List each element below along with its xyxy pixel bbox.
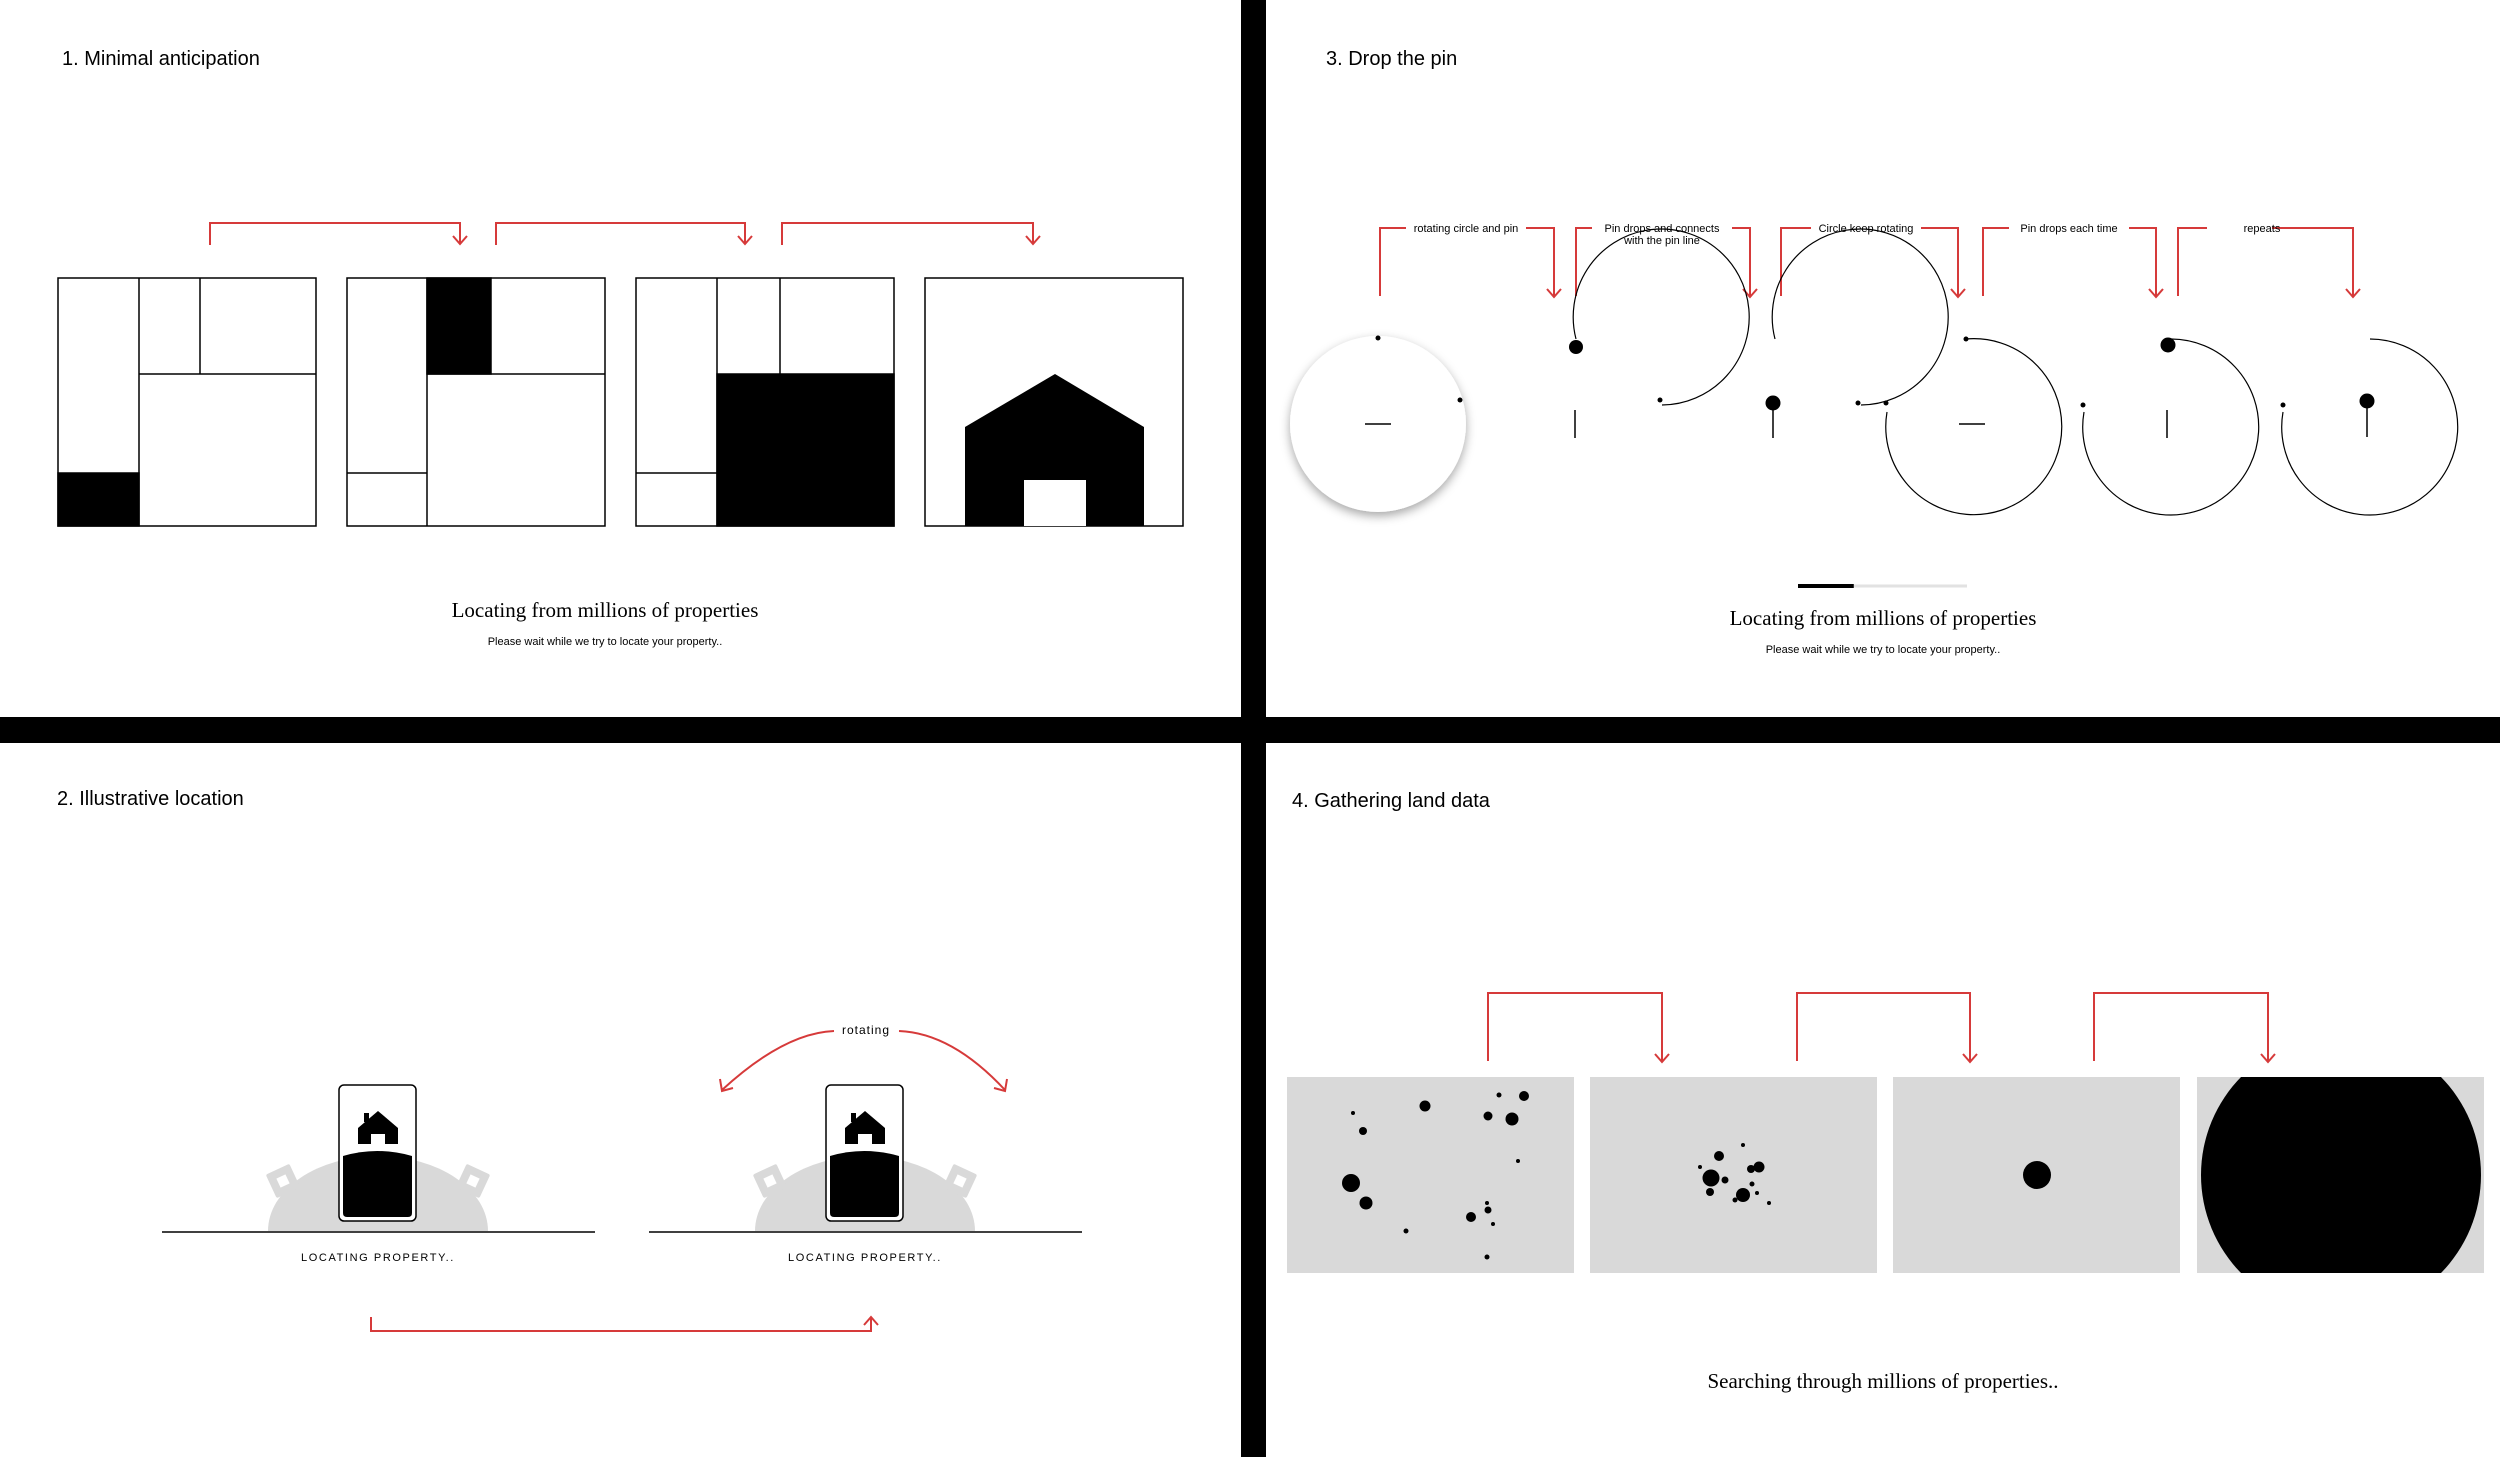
data-tile-1 [1287, 1077, 1574, 1273]
loop-arrow [371, 1317, 878, 1331]
annotation-4: Pin drops each time [2020, 223, 2117, 235]
pin-circle-5 [2081, 338, 2259, 515]
sequence-arrows [210, 223, 1040, 245]
sequence-arrows [1488, 993, 2275, 1062]
data-tile-2 [1590, 1077, 1877, 1273]
frame-3 [636, 278, 894, 526]
panel-minimal-anticipation: 1. Minimal anticipation [0, 0, 1241, 717]
illustrative-location-scenes: rotating [0, 743, 1241, 1457]
search-caption: Searching through millions of properties… [1707, 1369, 2058, 1394]
data-tile-3 [1893, 1077, 2180, 1273]
pin-circle-6 [2281, 339, 2458, 515]
loading-heading: Locating from millions of properties [1730, 606, 2037, 631]
loading-subtext: Please wait while we try to locate your … [488, 636, 723, 648]
rotating-label: rotating [842, 1023, 890, 1037]
land-data-sequence [1266, 743, 2500, 1457]
annotation-arrows [1380, 228, 2360, 297]
rotating-arrow [720, 1031, 1007, 1091]
frame-2 [347, 278, 605, 526]
data-tile-4 [2197, 1035, 2484, 1315]
caption-left: LOCATING PROPERTY.. [301, 1252, 455, 1264]
frame-1 [58, 278, 316, 526]
annotation-1: rotating circle and pin [1414, 223, 1519, 235]
annotation-2b: with the pin line [1623, 235, 1700, 247]
panel-drop-the-pin: 3. Drop the pin rotating circle and pin … [1266, 0, 2500, 717]
pin-circle-4 [1884, 337, 2062, 515]
panel-illustrative-location: 2. Illustrative location rotating [0, 743, 1241, 1457]
location-scene-right [649, 1085, 1082, 1232]
frame-4 [925, 278, 1183, 526]
location-scene-left [162, 1085, 595, 1232]
loading-subtext: Please wait while we try to locate your … [1766, 644, 2001, 656]
loading-heading: Locating from millions of properties [452, 598, 759, 623]
annotation-5: repeats [2244, 223, 2281, 235]
pin-circle-2 [1569, 229, 1749, 438]
pin-circle-3 [1766, 229, 1949, 438]
pin-circle-1 [1290, 336, 1466, 513]
caption-right: LOCATING PROPERTY.. [788, 1252, 942, 1264]
panel-gathering-land-data: 4. Gathering land data [1266, 743, 2500, 1457]
